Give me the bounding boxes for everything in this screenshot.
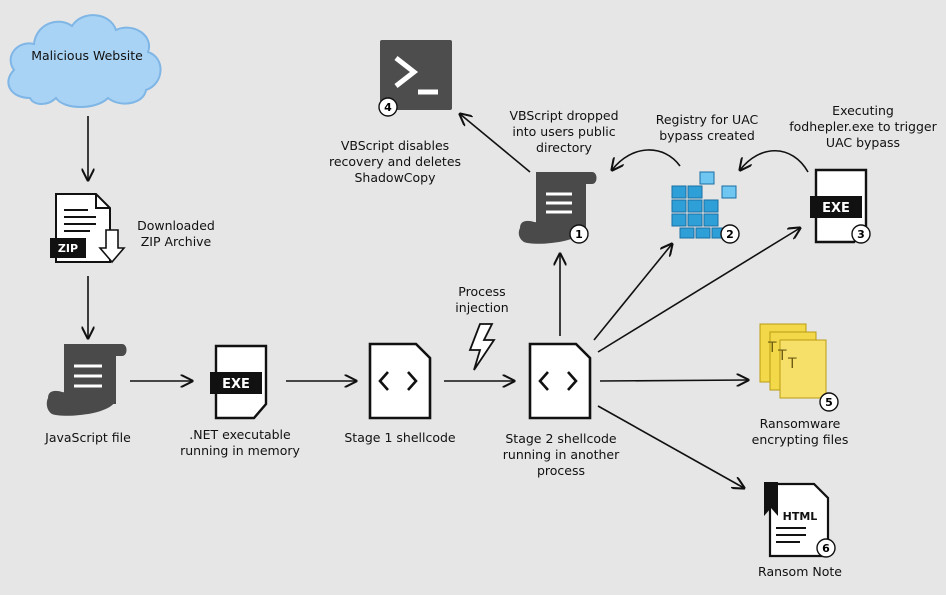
label-vbs-dropped: VBScript dropped into users public direc… — [509, 108, 619, 155]
code-file-icon — [368, 342, 432, 420]
flow-arrows — [88, 114, 809, 488]
label-vbs-disables: VBScript disables recovery and deletes S… — [328, 138, 462, 185]
step-badges: 1 2 3 4 5 6 — [378, 97, 871, 558]
script-scroll-icon — [518, 172, 597, 244]
html-badge: HTML — [783, 510, 818, 523]
label-process-injection: Process injection — [455, 284, 509, 315]
lightning-icon — [468, 323, 496, 371]
zip-file-icon: ZIP — [50, 193, 126, 264]
zip-badge: ZIP — [58, 242, 78, 255]
step-badge-5: 5 — [825, 396, 833, 409]
svg-text:T: T — [767, 340, 777, 356]
label-ransomware: Ransomware encrypting files — [751, 416, 849, 447]
step-badge-6: 6 — [822, 542, 830, 555]
label-stage1: Stage 1 shellcode — [344, 430, 456, 445]
label-malicious-website: Malicious Website — [31, 48, 143, 63]
step-badge-2: 2 — [726, 228, 734, 241]
cloud-icon — [7, 14, 162, 108]
exe-badge-step3: EXE — [822, 201, 850, 216]
exe-file-icon: EXE — [810, 168, 868, 244]
script-scroll-icon — [46, 344, 127, 416]
label-zip-archive: Downloaded ZIP Archive — [137, 218, 215, 249]
powershell-icon — [380, 40, 452, 110]
label-stage2: Stage 2 shellcode running in another pro… — [502, 431, 620, 478]
label-javascript-file: JavaScript file — [45, 430, 131, 445]
exe-file-icon: EXE — [210, 344, 268, 420]
html-file-icon: HTML — [764, 482, 830, 558]
step-badge-3: 3 — [857, 228, 865, 241]
text-files-icon: T T T — [759, 323, 827, 399]
label-fodhelper: Executing fodhepler.exe to trigger UAC b… — [789, 103, 937, 150]
step-badge-4: 4 — [384, 101, 392, 114]
label-dotnet-executable: .NET executable running in memory — [180, 427, 300, 458]
code-file-icon — [528, 342, 592, 420]
registry-icon — [671, 171, 737, 239]
svg-text:T: T — [777, 348, 787, 364]
svg-text:T: T — [787, 356, 797, 372]
exe-badge: EXE — [222, 377, 250, 392]
step-badge-1: 1 — [575, 228, 583, 241]
label-registry: Registry for UAC bypass created — [655, 112, 759, 143]
label-ransom-note: Ransom Note — [758, 564, 842, 579]
